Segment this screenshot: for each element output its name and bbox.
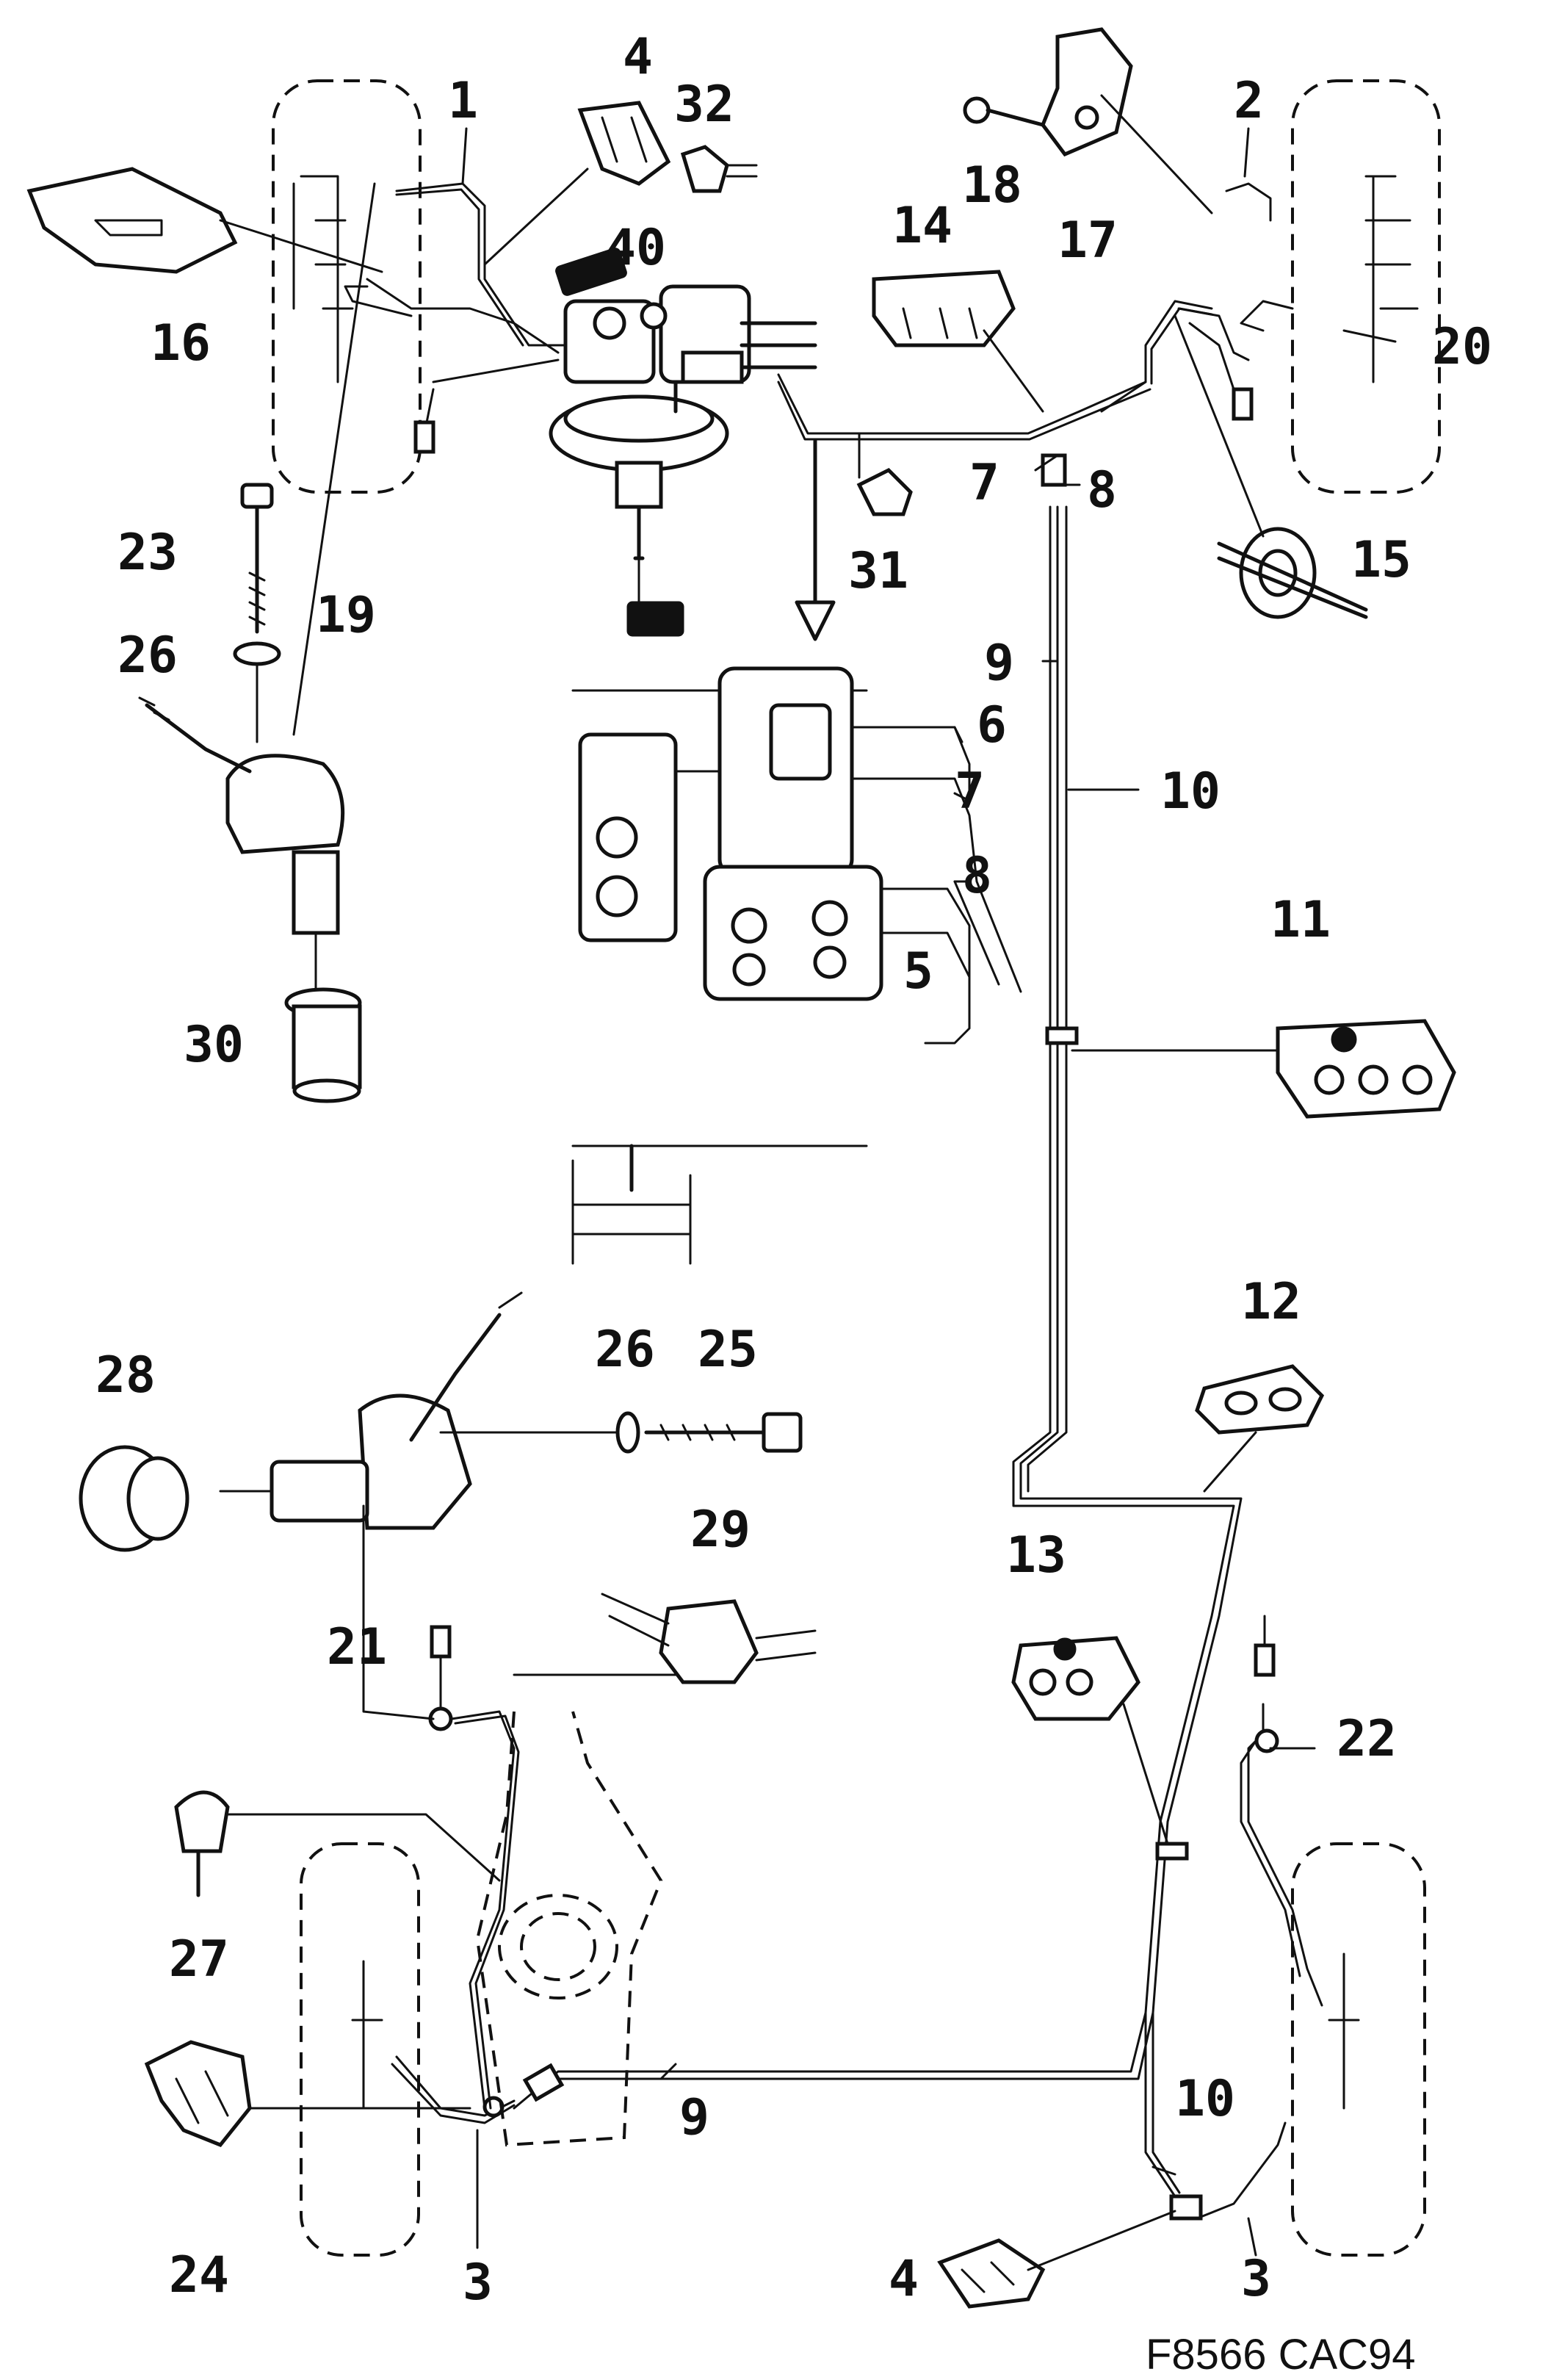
washer-26-bottom [439, 1411, 640, 1454]
washer-26-top [233, 641, 281, 743]
rear-left-line-21 [428, 1625, 520, 2110]
label-part-1: 1 [448, 72, 478, 130]
master-cylinder [563, 284, 817, 414]
rear-right-wheel [1291, 1842, 1426, 2257]
bolt-25 [644, 1412, 803, 1453]
sleeve-40 [555, 248, 627, 296]
label-part-7-inset: 7 [955, 762, 985, 821]
label-part-25: 25 [698, 1321, 758, 1379]
grommet-15 [1174, 314, 1368, 619]
label-part-5: 5 [903, 942, 933, 1000]
label-part-26-top: 26 [118, 627, 178, 685]
label-part-19: 19 [316, 586, 376, 644]
label-part-32: 32 [674, 76, 734, 134]
label-part-16: 16 [151, 314, 211, 372]
bushing-28 [79, 1445, 189, 1552]
label-part-15: 15 [1351, 531, 1411, 589]
label-part-10-top: 10 [1160, 762, 1221, 821]
clip-31 [856, 432, 913, 516]
label-part-13: 13 [1006, 1526, 1066, 1584]
brake-booster [549, 394, 729, 637]
label-part-23: 23 [118, 524, 178, 582]
label-part-2: 2 [1234, 72, 1264, 130]
master-to-front-right-line [777, 373, 1152, 441]
clip-24 [144, 2040, 471, 2148]
label-part-14: 14 [892, 197, 952, 255]
label-part-26-bottom: 26 [595, 1321, 655, 1379]
rear-left-wheel [300, 1842, 420, 2257]
front-left-brake-lines [344, 182, 567, 454]
label-part-8-inset: 8 [962, 847, 992, 905]
clip-14 [872, 270, 1044, 413]
brake-lines-9-10 [513, 453, 1287, 2221]
label-part-21: 21 [327, 1618, 387, 1676]
label-part-18: 18 [962, 156, 1022, 214]
front-right-wheel [1291, 79, 1441, 494]
clip-11 [1071, 1019, 1456, 1119]
detail-inset-master-cylinder [571, 439, 1022, 1265]
sensor-19 [138, 182, 376, 993]
label-part-24: 24 [169, 2246, 229, 2304]
label-part-3-right: 3 [1241, 2250, 1271, 2308]
label-part-9-top: 9 [984, 634, 1014, 692]
label-part-29: 29 [690, 1501, 751, 1559]
rear-handbrake-line-22 [1240, 1615, 1323, 2007]
rear-left-brake-lines [391, 2055, 565, 2124]
clip-13 [1011, 1636, 1169, 1845]
bracket-17 [1041, 27, 1213, 214]
label-part-4-bottom: 4 [889, 2250, 919, 2308]
label-part-28: 28 [95, 1346, 156, 1404]
label-part-22: 22 [1337, 1710, 1397, 1768]
sensor-27 [174, 1790, 501, 1897]
label-part-17: 17 [1058, 212, 1118, 270]
clip-32 [680, 145, 758, 193]
label-part-12: 12 [1241, 1273, 1301, 1331]
bolt-23 [240, 483, 274, 634]
label-part-8-top: 8 [1087, 461, 1117, 519]
label-part-4-top: 4 [623, 28, 653, 86]
label-part-7-top: 7 [969, 454, 999, 512]
front-right-brake-lines [1100, 182, 1294, 421]
label-part-9-bottom: 9 [679, 2088, 709, 2146]
bolt-18 [963, 96, 1045, 127]
label-part-30: 30 [184, 1016, 244, 1074]
label-part-40: 40 [606, 219, 666, 277]
front-left-wheel [272, 79, 422, 494]
clip-4-top [483, 101, 671, 266]
label-part-10-bottom: 10 [1175, 2070, 1235, 2128]
bushing-30 [284, 987, 362, 1103]
label-part-11: 11 [1270, 891, 1331, 949]
label-part-31: 31 [848, 542, 908, 600]
label-part-27: 27 [169, 1930, 229, 1988]
diagram-caption: F8566 CAC94 [1146, 2331, 1416, 2379]
clip-29 [513, 1593, 817, 1684]
label-part-6: 6 [977, 696, 1007, 754]
leader-lines [362, 127, 1397, 2257]
bracket-16 [26, 167, 383, 274]
label-part-3-left: 3 [463, 2254, 493, 2312]
clip-4-bottom [937, 2210, 1176, 2309]
clip-12 [1195, 1364, 1325, 1493]
label-part-20: 20 [1432, 318, 1492, 376]
sensor-21 [219, 1291, 523, 1530]
rear-axle-outline [475, 1711, 663, 2147]
